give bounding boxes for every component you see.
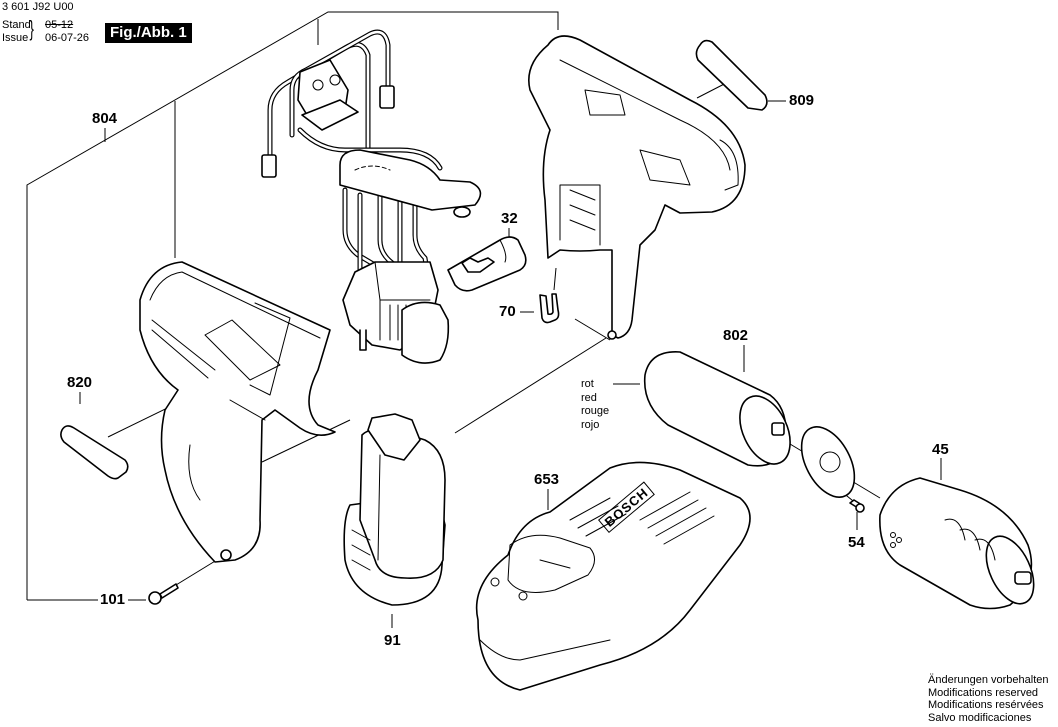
- part-70-spring-clip[interactable]: [539, 293, 560, 324]
- wire-color-fr: rouge: [581, 405, 610, 417]
- issue-label: Issue: [2, 32, 29, 44]
- part-91-battery-pack[interactable]: [343, 413, 446, 606]
- footer-notes: Änderungen vorbehalten Modifications res…: [928, 674, 1048, 724]
- gearbox-shaft: [1014, 571, 1032, 585]
- part-45-gearbox[interactable]: [879, 477, 1044, 611]
- wire-color-note: rot red rouge rojo: [581, 378, 609, 432]
- footer-line-en: Modifications reserved: [928, 686, 1039, 699]
- axis-motor: [574, 318, 611, 341]
- motor-mount-plate[interactable]: [791, 418, 866, 506]
- connector-plug-left: [261, 154, 277, 178]
- part-label-91[interactable]: 91: [384, 632, 401, 649]
- stand-label: Stand: [2, 19, 31, 31]
- part-32-slide-switch[interactable]: [447, 236, 527, 292]
- brace-icon: }: [29, 16, 34, 41]
- switch-plate: [339, 149, 482, 211]
- footer-line-es: Salvo modificaciones: [928, 711, 1032, 724]
- part-101-screw[interactable]: [148, 583, 179, 605]
- part-label-70[interactable]: 70: [499, 303, 516, 320]
- axis-70: [553, 267, 557, 291]
- part-label-653[interactable]: 653: [534, 471, 560, 488]
- leader-lines: [26, 11, 942, 628]
- wire-color-de: rot: [581, 378, 594, 390]
- connector-plug-right: [379, 85, 395, 109]
- bracket-804-outline: [26, 11, 559, 600]
- trigger: [401, 301, 450, 364]
- part-820-label[interactable]: [60, 425, 129, 480]
- wire-color-en: red: [581, 391, 597, 404]
- part-label-809[interactable]: 809: [789, 92, 815, 109]
- housing-left-half[interactable]: [139, 261, 336, 563]
- housing-right-half[interactable]: [528, 35, 746, 340]
- motor-pinion: [771, 422, 785, 436]
- footer-line-fr: Modifications resérvées: [928, 699, 1044, 711]
- part-653-charger[interactable]: [475, 461, 751, 691]
- part-54-screw[interactable]: [849, 499, 865, 513]
- part-label-820[interactable]: 820: [67, 374, 93, 391]
- axis-battery-left: [261, 419, 351, 463]
- part-label-804[interactable]: 804: [92, 110, 118, 127]
- wire-color-es: rojo: [581, 418, 600, 431]
- stand-value: 05-12: [45, 19, 74, 31]
- charger-vent-lines: [569, 491, 715, 545]
- drawing-number: 3 601 J92 U00: [2, 1, 74, 13]
- part-label-32[interactable]: 32: [501, 210, 518, 227]
- part-label-802[interactable]: 802: [723, 327, 749, 344]
- axis-battery-housing: [454, 337, 607, 434]
- part-label-54[interactable]: 54: [848, 534, 865, 551]
- figure-label: Fig./Abb. 1: [105, 23, 192, 43]
- issue-value: 06-07-26: [45, 32, 90, 44]
- footer-line-de: Änderungen vorbehalten: [928, 674, 1049, 686]
- part-804-switch-assembly[interactable]: [261, 29, 482, 364]
- part-label-101[interactable]: 101: [100, 591, 126, 608]
- part-802-motor[interactable]: [643, 351, 800, 472]
- part-label-45[interactable]: 45: [932, 441, 949, 458]
- part-809-label[interactable]: [695, 39, 768, 111]
